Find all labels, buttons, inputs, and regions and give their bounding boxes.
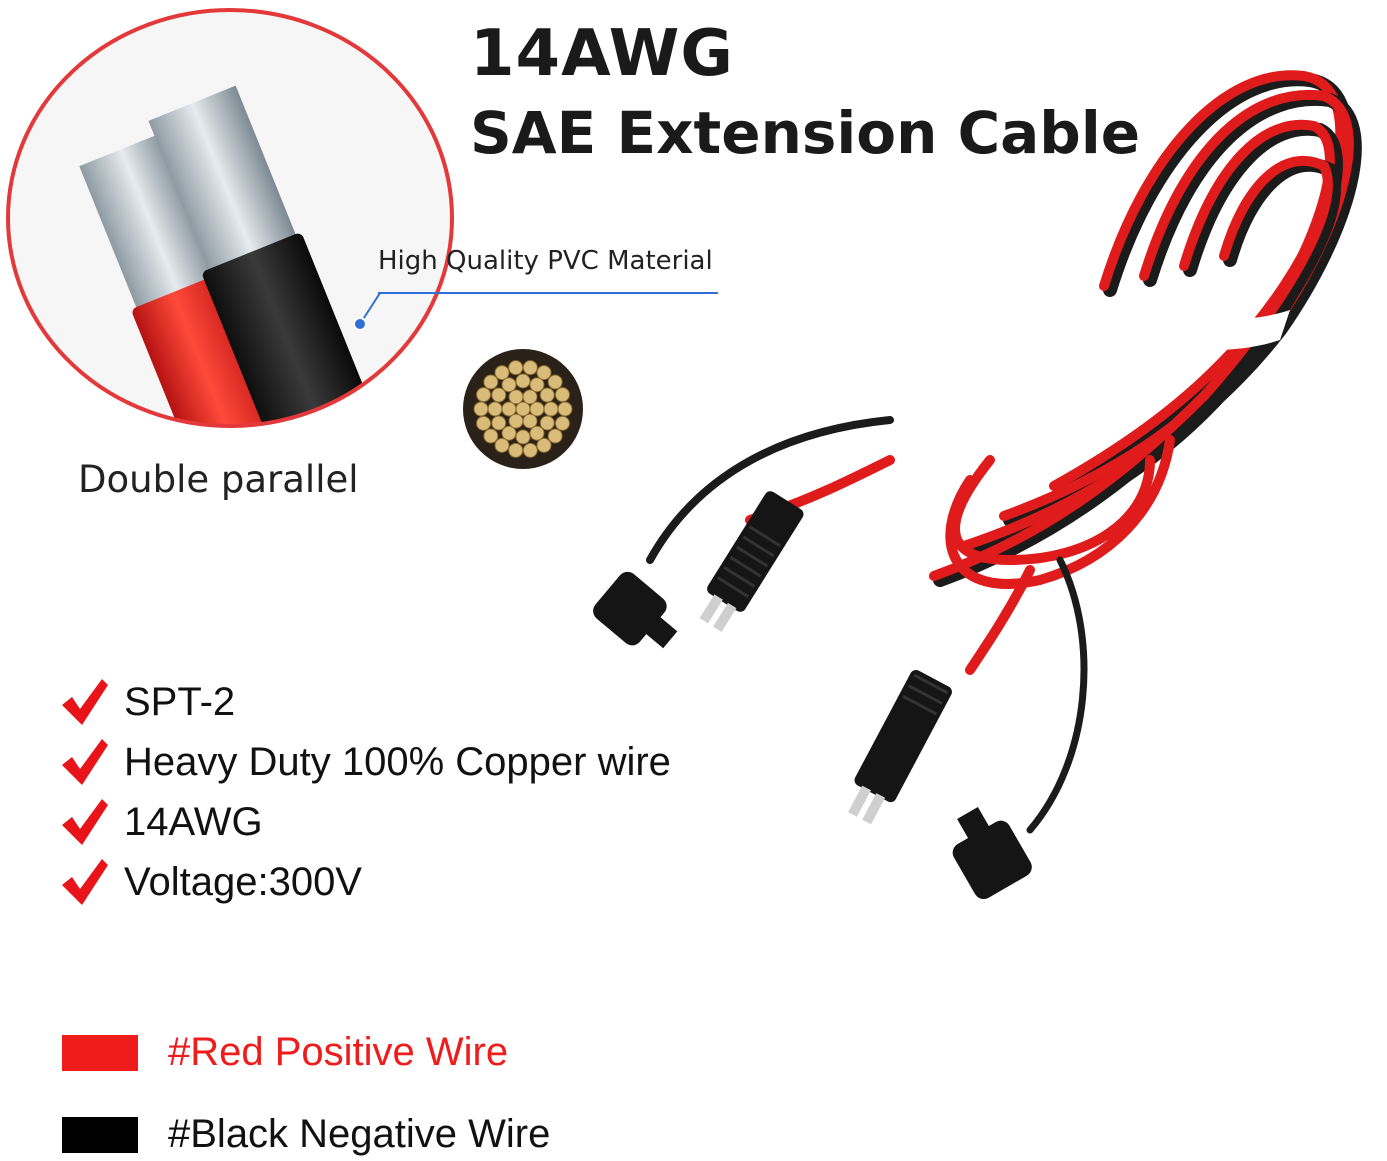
copper-strand xyxy=(508,389,524,405)
copper-strand xyxy=(529,377,545,393)
copper-strand xyxy=(529,401,545,417)
copper-strand xyxy=(539,387,555,403)
copper-strand xyxy=(491,415,507,431)
copper-strand xyxy=(522,389,538,405)
title-line-2: SAE Extension Cable xyxy=(470,99,1141,167)
copper-strand xyxy=(501,401,517,417)
copper-strand xyxy=(515,429,531,445)
copper-strand xyxy=(539,415,555,431)
legend-black-negative: #Black Negative Wire xyxy=(62,1112,550,1157)
copper-strand xyxy=(508,360,524,376)
feature-list: SPT-2 Heavy Duty 100% Copper wire 14AWG … xyxy=(58,672,671,912)
feature-item: Voltage:300V xyxy=(58,852,671,912)
copper-strand xyxy=(476,387,492,403)
feature-text: 14AWG xyxy=(124,799,263,844)
feature-text: Heavy Duty 100% Copper wire xyxy=(124,739,671,784)
copper-strand xyxy=(508,413,524,429)
copper-strand xyxy=(543,401,559,417)
check-icon xyxy=(62,859,108,905)
legend-label: #Red Positive Wire xyxy=(168,1030,509,1074)
copper-strand xyxy=(487,401,503,417)
copper-strand xyxy=(515,401,531,417)
cable-closeup-caption: Double parallel xyxy=(78,458,359,501)
copper-strand xyxy=(547,374,563,390)
legend-swatch-black xyxy=(62,1116,138,1153)
copper-strand xyxy=(494,437,510,453)
copper-strand xyxy=(483,374,499,390)
legend-red-positive: #Red Positive Wire xyxy=(62,1030,508,1075)
copper-strand xyxy=(522,442,538,458)
copper-strand xyxy=(515,373,531,389)
copper-strand xyxy=(491,387,507,403)
feature-item: 14AWG xyxy=(58,792,671,852)
copper-strand xyxy=(536,365,552,381)
copper-strand xyxy=(473,401,489,417)
cable-closeup-image xyxy=(6,8,454,428)
callout-pointer xyxy=(353,292,381,331)
copper-strand xyxy=(522,413,538,429)
copper-strand xyxy=(501,377,517,393)
copper-strand xyxy=(476,415,492,431)
feature-item: Heavy Duty 100% Copper wire xyxy=(58,732,671,792)
check-icon xyxy=(62,679,108,725)
copper-strand xyxy=(547,428,563,444)
copper-strand xyxy=(554,387,570,403)
copper-strand xyxy=(557,401,573,417)
copper-strand xyxy=(483,428,499,444)
copper-strand-cross-section xyxy=(463,349,583,469)
copper-strand xyxy=(554,415,570,431)
copper-strand xyxy=(508,442,524,458)
copper-strand xyxy=(529,425,545,441)
title-line-1: 14AWG xyxy=(470,17,734,91)
legend-swatch-red xyxy=(62,1034,138,1071)
coiled-cable-image xyxy=(593,70,1362,900)
copper-strand xyxy=(536,437,552,453)
feature-text: SPT-2 xyxy=(124,679,236,724)
check-icon xyxy=(62,799,108,845)
callout-line xyxy=(378,292,718,294)
feature-text: Voltage:300V xyxy=(124,859,362,904)
legend-label: #Black Negative Wire xyxy=(168,1112,551,1156)
copper-strand xyxy=(494,365,510,381)
copper-strand xyxy=(522,360,538,376)
copper-strand xyxy=(501,425,517,441)
check-icon xyxy=(62,739,108,785)
callout-label: High Quality PVC Material xyxy=(378,246,713,276)
feature-item: SPT-2 xyxy=(58,672,671,732)
